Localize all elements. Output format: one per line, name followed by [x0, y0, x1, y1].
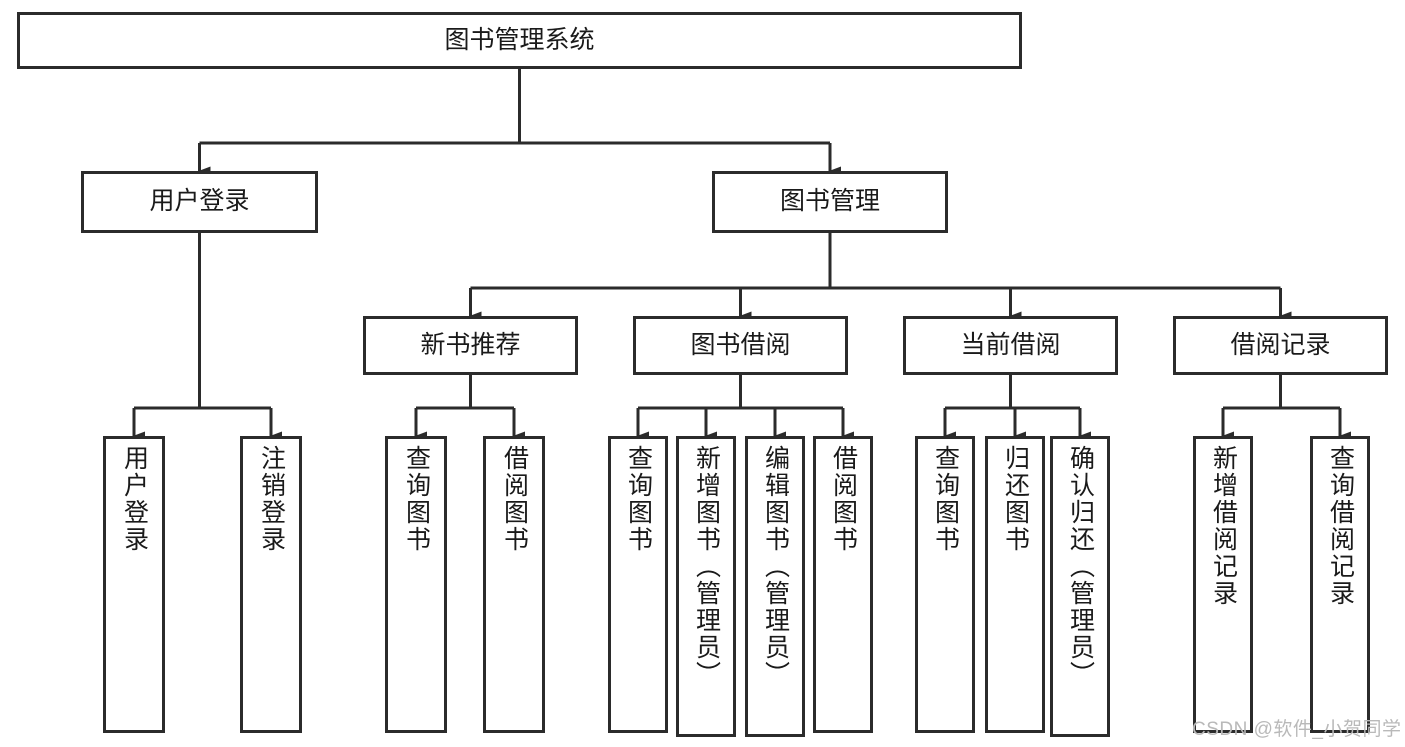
node-label-leaf-add-book: 新增图书（管理员）	[692, 445, 721, 688]
node-leaf-add-book[interactable]: 新增图书（管理员）	[676, 436, 736, 737]
node-label-book-borrow: 图书借阅	[690, 330, 791, 359]
node-label-leaf-query-rec: 查询借阅记录	[1326, 445, 1355, 607]
node-root[interactable]: 图书管理系统	[17, 12, 1022, 69]
node-label-leaf-user-login: 用户登录	[120, 445, 149, 553]
node-new-book-rec[interactable]: 新书推荐	[363, 316, 578, 375]
node-leaf-logout[interactable]: 注销登录	[240, 436, 302, 733]
node-book-borrow[interactable]: 图书借阅	[633, 316, 848, 375]
node-leaf-query-1[interactable]: 查询图书	[385, 436, 447, 733]
node-leaf-query-2[interactable]: 查询图书	[608, 436, 668, 733]
node-leaf-user-login[interactable]: 用户登录	[103, 436, 165, 733]
node-user-login[interactable]: 用户登录	[81, 171, 318, 233]
node-leaf-borrow-2[interactable]: 借阅图书	[813, 436, 873, 733]
node-leaf-query-rec[interactable]: 查询借阅记录	[1310, 436, 1370, 733]
node-leaf-borrow-1[interactable]: 借阅图书	[483, 436, 545, 733]
node-label-leaf-logout: 注销登录	[257, 445, 286, 553]
node-label-new-book-rec: 新书推荐	[420, 330, 521, 359]
node-label-leaf-edit-book: 编辑图书（管理员）	[761, 445, 790, 688]
node-label-leaf-borrow-1: 借阅图书	[500, 445, 529, 553]
node-label-current-borrow: 当前借阅	[960, 330, 1061, 359]
node-label-root: 图书管理系统	[444, 25, 595, 54]
node-label-leaf-query-2: 查询图书	[624, 445, 653, 553]
node-label-leaf-return: 归还图书	[1001, 445, 1030, 553]
node-label-leaf-confirm: 确认归还（管理员）	[1066, 445, 1095, 688]
node-label-leaf-add-rec: 新增借阅记录	[1209, 445, 1238, 607]
node-label-leaf-query-1: 查询图书	[402, 445, 431, 553]
node-label-leaf-query-3: 查询图书	[931, 445, 960, 553]
node-current-borrow[interactable]: 当前借阅	[903, 316, 1118, 375]
node-book-manage[interactable]: 图书管理	[712, 171, 948, 233]
node-borrow-record[interactable]: 借阅记录	[1173, 316, 1388, 375]
node-leaf-confirm[interactable]: 确认归还（管理员）	[1050, 436, 1110, 737]
node-leaf-return[interactable]: 归还图书	[985, 436, 1045, 733]
node-leaf-edit-book[interactable]: 编辑图书（管理员）	[745, 436, 805, 737]
node-label-book-manage: 图书管理	[779, 187, 880, 216]
node-leaf-add-rec[interactable]: 新增借阅记录	[1193, 436, 1253, 733]
watermark: CSDN @软件_小贺同学	[1192, 719, 1402, 740]
node-leaf-query-3[interactable]: 查询图书	[915, 436, 975, 733]
node-label-user-login: 用户登录	[149, 187, 250, 216]
node-label-leaf-borrow-2: 借阅图书	[829, 445, 858, 553]
node-label-borrow-record: 借阅记录	[1230, 330, 1331, 359]
